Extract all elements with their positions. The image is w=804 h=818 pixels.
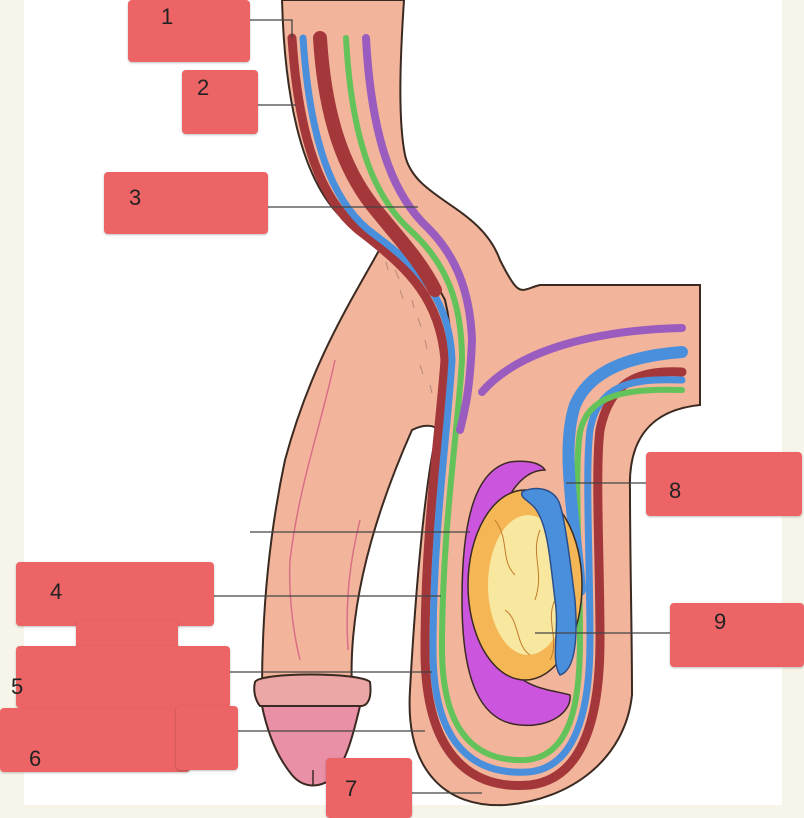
label-box-5[interactable] xyxy=(16,646,230,708)
label-box-3[interactable] xyxy=(104,172,268,234)
label-box-6-tab xyxy=(176,706,238,770)
prepuce-ring xyxy=(253,673,372,707)
label-number-3: 3 xyxy=(129,185,142,210)
label-box-9[interactable] xyxy=(670,603,804,667)
label-number-9: 9 xyxy=(714,609,727,634)
blue-vessel-right xyxy=(562,346,688,596)
testis-veins xyxy=(494,519,556,661)
label-number-8: 8 xyxy=(669,478,682,503)
layer-purple xyxy=(362,34,477,434)
vas-deferens xyxy=(313,31,442,297)
label-box-7[interactable] xyxy=(326,758,412,818)
label-number-7: 7 xyxy=(345,776,358,801)
shaft-vein-1 xyxy=(288,359,336,661)
label-number-6: 6 xyxy=(29,746,42,771)
layer-blue xyxy=(299,34,686,776)
label-number-5: 5 xyxy=(11,674,24,699)
label-number-4: 4 xyxy=(50,579,63,604)
layer-green xyxy=(343,35,685,764)
layer-purple-upper xyxy=(478,324,686,396)
label-box-4[interactable] xyxy=(16,562,214,626)
label-box-6[interactable] xyxy=(0,708,190,772)
label-number-2: 2 xyxy=(197,75,210,100)
epididymis xyxy=(520,487,577,676)
label-box-2[interactable] xyxy=(182,70,258,134)
label-number-1: 1 xyxy=(161,4,174,29)
layer-dark-red xyxy=(287,33,687,791)
shaft-vein-2 xyxy=(346,519,361,651)
label-box-1[interactable] xyxy=(128,0,250,62)
label-box-8[interactable] xyxy=(646,452,802,516)
